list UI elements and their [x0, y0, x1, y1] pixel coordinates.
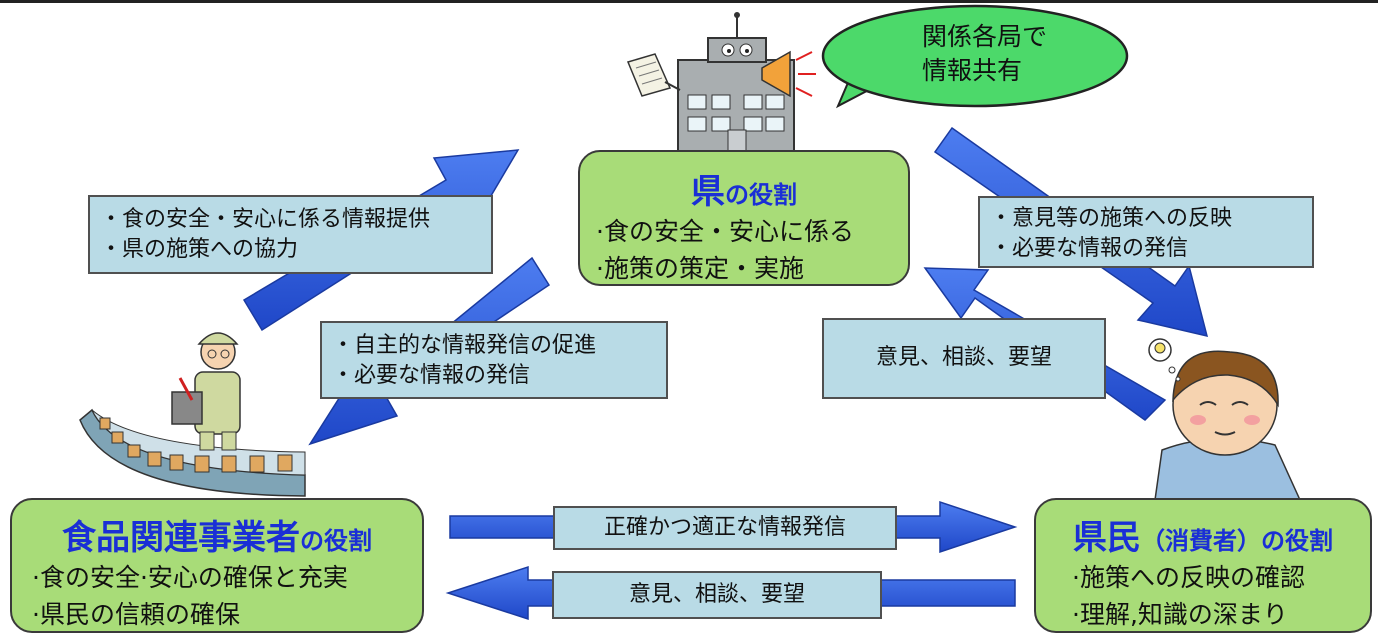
business-role-box: 食品関連事業者の役割 ·食の安全·安心の確保と充実 ·県民の信頼の確保: [10, 498, 424, 633]
business-item-1: ·食の安全·安心の確保と充実: [32, 563, 348, 592]
citizen-role-title: 県民（消費者）の役割: [1036, 510, 1370, 559]
label-prefecture-to-citizen: ・意見等の施策への反映 ・必要な情報の発信: [978, 196, 1314, 268]
label-business-to-citizen: 正確かつ適正な情報発信: [553, 506, 897, 550]
business-role-title: 食品関連事業者の役割: [32, 510, 402, 559]
label-prefecture-to-business: ・自主的な情報発信の促進 ・必要な情報の発信: [320, 321, 668, 399]
label-business-to-prefecture-line-2: ・県の施策への協力: [100, 237, 299, 262]
prefecture-title-suffix: の役割: [725, 181, 797, 209]
bubble-line-2: 情報共有: [922, 56, 1023, 85]
label-prefecture-to-citizen-line-2: ・必要な情報の発信: [990, 236, 1189, 261]
citizen-item-1: ·施策への反映の確認: [1072, 563, 1305, 592]
label-citizen-to-business: 意見、相談、要望: [552, 571, 882, 619]
prefecture-item-2: ·施策の策定・実施: [596, 254, 804, 283]
business-title-main: 食品関連事業者: [62, 518, 300, 558]
citizen-item-2: ·理解,知識の深まり: [1072, 600, 1288, 629]
citizen-thinking-icon: [1148, 338, 1302, 501]
business-title-suffix: の役割: [300, 527, 372, 555]
label-prefecture-to-business-line-2: ・必要な情報の発信: [332, 363, 531, 388]
prefecture-role-title: 県の役割: [596, 164, 892, 213]
label-citizen-to-prefecture-text: 意見、相談、要望: [875, 345, 1052, 370]
prefecture-item-1: ·食の安全・安心に係る: [596, 217, 854, 246]
citizen-title-main: 県民: [1073, 518, 1141, 558]
citizen-title-suffix: （消費者）の役割: [1141, 527, 1333, 555]
label-business-to-prefecture-line-1: ・食の安全・安心に係る情報提供: [100, 207, 431, 232]
prefecture-role-box: 県の役割 ·食の安全・安心に係る ·施策の策定・実施: [578, 150, 910, 286]
label-business-to-citizen-text: 正確かつ適正な情報発信: [603, 515, 846, 540]
business-item-2: ·県民の信頼の確保: [32, 600, 240, 629]
bubble-line-1: 関係各局で: [922, 22, 1048, 51]
info-sharing-bubble: 関係各局で 情報共有: [812, 0, 1137, 113]
label-prefecture-to-business-line-1: ・自主的な情報発信の促進: [332, 333, 597, 358]
prefectural-office-building-icon: [626, 12, 816, 156]
prefecture-title-main: 県: [691, 172, 725, 212]
citizen-role-box: 県民（消費者）の役割 ·施策への反映の確認 ·理解,知識の深まり: [1034, 498, 1372, 633]
top-border-line: [0, 0, 1378, 3]
label-citizen-to-business-text: 意見、相談、要望: [628, 582, 805, 607]
food-worker-conveyor-icon: [79, 332, 306, 497]
label-business-to-prefecture: ・食の安全・安心に係る情報提供 ・県の施策への協力: [88, 195, 493, 274]
label-prefecture-to-citizen-line-1: ・意見等の施策への反映: [990, 206, 1233, 231]
speech-bubble-icon: [821, 4, 1129, 109]
label-citizen-to-prefecture: 意見、相談、要望: [822, 318, 1106, 399]
